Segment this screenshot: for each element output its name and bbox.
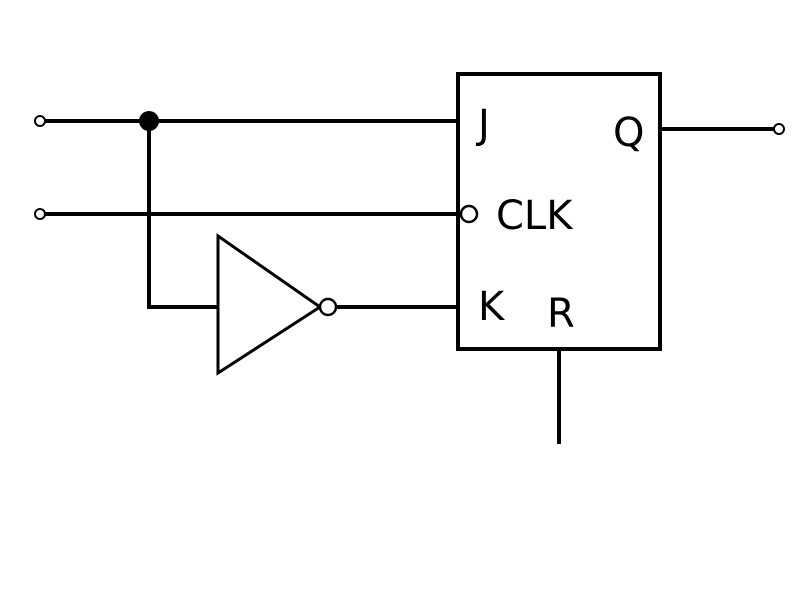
pin-label-clk: CLK: [496, 193, 574, 239]
j-input-terminal: [34, 115, 46, 127]
clk-inversion-bubble: [459, 204, 479, 224]
wire-junction-dot: [139, 111, 159, 131]
branch-to-inverter-wire: [147, 121, 217, 309]
pin-label-k: K: [478, 284, 506, 330]
pin-label-q: Q: [613, 110, 644, 156]
q-output-terminal: [773, 123, 785, 135]
inverter-output-bubble: [318, 297, 338, 317]
pin-label-r: R: [547, 291, 575, 337]
clk-input-terminal: [34, 208, 46, 220]
inverter-gate: [216, 233, 323, 376]
pin-label-j: J: [475, 102, 490, 148]
